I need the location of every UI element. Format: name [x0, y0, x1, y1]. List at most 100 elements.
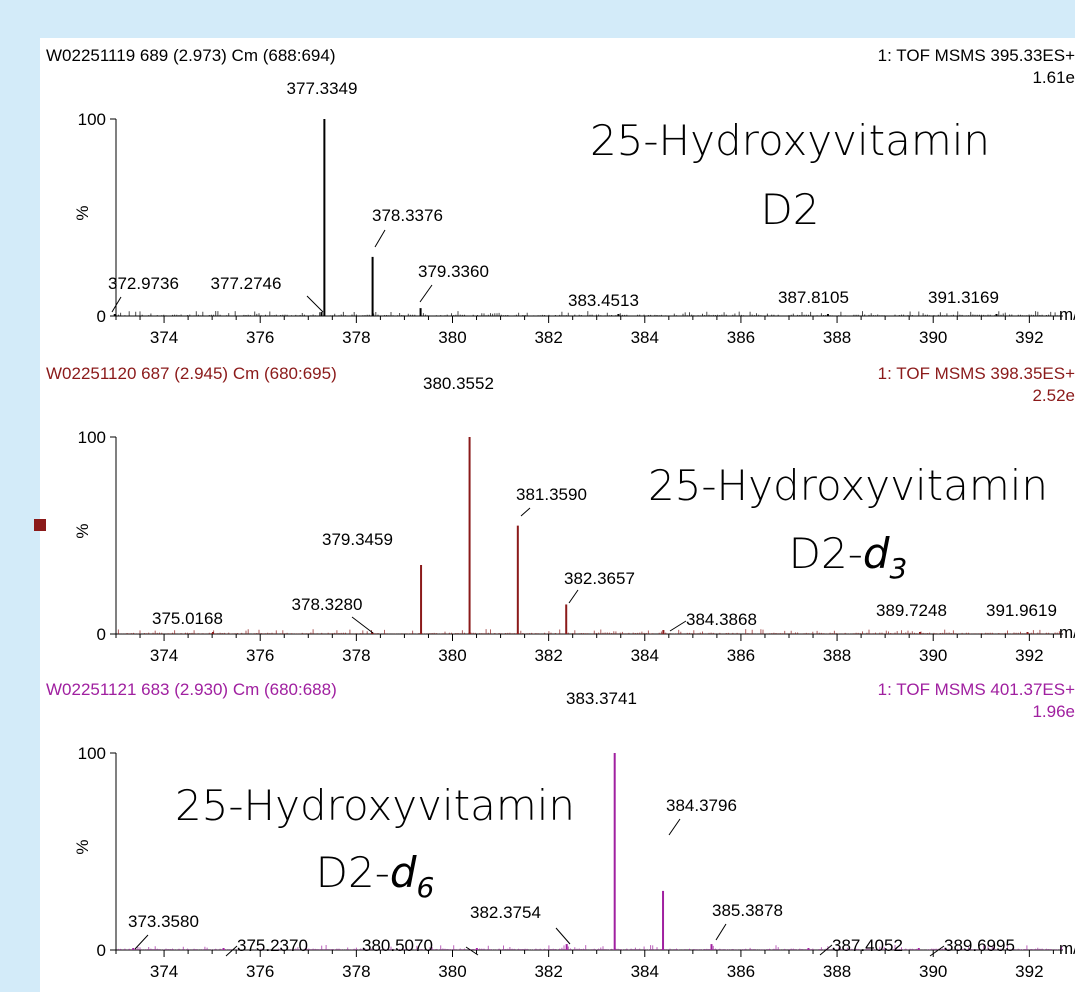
x-tick-label: 390	[919, 328, 947, 347]
x-tick-label: 388	[823, 962, 851, 981]
panel-header-right: 1: TOF MSMS 398.35ES+	[878, 364, 1075, 383]
peak-leader-line	[419, 284, 433, 303]
x-tick-label: 392	[1015, 328, 1043, 347]
peak-leader-line	[555, 927, 571, 945]
compound-name-line2: D2-d3	[789, 529, 908, 585]
peak-label: 373.3580	[128, 912, 199, 931]
compound-isotope-count: 6	[417, 871, 435, 904]
x-axis-label: m/z	[1059, 623, 1075, 642]
peak-label: 384.3868	[686, 610, 757, 629]
x-tick-label: 380	[438, 646, 466, 665]
peak-leader-line	[668, 818, 681, 836]
peak-label: 375.2370	[237, 936, 308, 955]
peak-label: 387.8105	[778, 288, 849, 307]
y-tick-label: 0	[97, 625, 106, 644]
peak-label: 385.3878	[712, 901, 783, 920]
y-axis-label: %	[73, 205, 92, 220]
peak-label: 381.3590	[516, 485, 587, 504]
panel-header-left: W02251119 689 (2.973) Cm (688:694)	[46, 46, 336, 65]
x-tick-label: 388	[823, 646, 851, 665]
baseline-noise	[117, 945, 1063, 950]
x-tick-label: 386	[727, 962, 755, 981]
baseline-noise	[117, 629, 1063, 634]
panel-scale-factor: 1.96e	[1032, 702, 1075, 721]
peak-label: 377.2746	[211, 274, 282, 293]
compound-name-line2: D2	[760, 185, 819, 234]
peak-leader-line	[351, 616, 374, 634]
y-tick-label: 0	[97, 307, 106, 326]
x-tick-label: 384	[631, 962, 659, 981]
compound-name: 25-Hydroxyvitamin	[590, 116, 990, 165]
peak-label: 383.3741	[566, 689, 637, 708]
peak-leader-line	[374, 229, 386, 248]
peak-label: 372.9736	[108, 274, 179, 293]
peak-leader-line	[306, 295, 324, 313]
y-tick-label: 100	[78, 428, 106, 447]
peak-leader-line	[111, 296, 122, 313]
x-tick-label: 382	[534, 646, 562, 665]
panel-header-left: W02251121 683 (2.930) Cm (680:688)	[46, 680, 337, 699]
panel-header-right: 1: TOF MSMS 395.33ES+	[878, 46, 1075, 65]
x-tick-label: 382	[534, 962, 562, 981]
x-tick-label: 378	[342, 962, 370, 981]
x-tick-label: 384	[631, 646, 659, 665]
panel-scale-factor: 1.61e	[1032, 68, 1075, 87]
peak-label: 379.3360	[418, 262, 489, 281]
peak-leader-line	[669, 620, 687, 632]
peak-label: 380.5070	[362, 936, 433, 955]
y-axis-label: %	[73, 839, 92, 854]
x-tick-label: 386	[727, 328, 755, 347]
compound-base: D2-	[789, 529, 863, 578]
x-tick-label: 378	[342, 646, 370, 665]
peak-label: 380.3552	[423, 374, 494, 393]
peak-label: 391.9619	[986, 601, 1057, 620]
peak-leader-line	[225, 945, 238, 957]
peak-label: 379.3459	[322, 530, 393, 549]
x-tick-label: 380	[438, 328, 466, 347]
x-tick-label: 390	[919, 962, 947, 981]
compound-name-line2: D2-d6	[316, 848, 435, 904]
peak-label: 382.3754	[470, 903, 541, 922]
peak-leader-line	[134, 934, 149, 950]
compound-name: 25-Hydroxyvitamin	[175, 781, 575, 830]
peak-label: 389.6995	[944, 936, 1015, 955]
compound-name: 25-Hydroxyvitamin	[648, 461, 1048, 510]
x-tick-label: 376	[246, 962, 274, 981]
compound-base: D2	[760, 185, 819, 234]
x-tick-label: 380	[438, 962, 466, 981]
spectrum-panel-2: W02251120 687 (2.945) Cm (680:695) 1: TOF…	[46, 364, 1075, 665]
spectrum-panel-1: W02251119 689 (2.973) Cm (688:694) 1: TOF…	[46, 46, 1075, 347]
plot-background	[40, 38, 1075, 992]
x-tick-label: 374	[150, 962, 178, 981]
peak-label: 382.3657	[564, 569, 635, 588]
peak-leader-line	[465, 946, 479, 956]
x-tick-label: 392	[1015, 646, 1043, 665]
x-tick-label: 390	[919, 646, 947, 665]
peak-label: 391.3169	[928, 288, 999, 307]
panel-header-left: W02251120 687 (2.945) Cm (680:695)	[46, 364, 337, 383]
x-tick-label: 386	[727, 646, 755, 665]
x-tick-label: 376	[246, 328, 274, 347]
compound-isotope-symbol: d	[863, 529, 890, 578]
peak-leader-line	[715, 923, 727, 941]
peak-label: 389.7248	[876, 601, 947, 620]
peak-label: 378.3376	[372, 206, 443, 225]
compound-isotope-count: 3	[890, 552, 908, 585]
x-tick-label: 384	[631, 328, 659, 347]
y-tick-label: 100	[78, 110, 106, 129]
x-axis-label: m/z	[1059, 939, 1075, 958]
x-tick-label: 374	[150, 646, 178, 665]
x-tick-label: 392	[1015, 962, 1043, 981]
panel-scale-factor: 2.52e	[1032, 386, 1075, 405]
peak-leader-line	[929, 945, 945, 957]
y-tick-label: 100	[78, 744, 106, 763]
panel-header-right: 1: TOF MSMS 401.37ES+	[878, 680, 1075, 699]
x-tick-label: 388	[823, 328, 851, 347]
compound-base: D2-	[316, 848, 390, 897]
peak-label: 387.4052	[832, 936, 903, 955]
x-axis-label: m/z	[1059, 305, 1075, 324]
legend-marker	[34, 519, 46, 531]
peak-label: 377.3349	[287, 79, 358, 98]
